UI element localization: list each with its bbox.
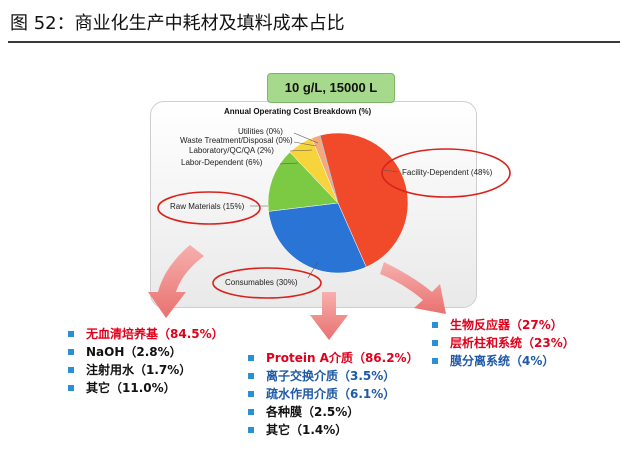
list-item: 无血清培养基（84.5%） [68, 325, 224, 343]
leader-utilities [293, 132, 319, 144]
list-item: 其它（1.4%） [248, 421, 419, 439]
consumables-list: Protein A介质（86.2%） 离子交换介质（3.5%） 疏水作用介质（6… [248, 349, 419, 439]
bullet-icon [248, 354, 254, 361]
bullet-icon [248, 408, 254, 415]
chart-title: Annual Operating Cost Breakdown (%) [224, 107, 372, 116]
arrow-raw-materials [148, 245, 204, 318]
bullet-icon [68, 330, 74, 337]
ellipse-raw-materials [157, 191, 261, 225]
pie-slices [267, 132, 409, 274]
bullet-icon [248, 390, 254, 397]
arrow-facility [380, 262, 446, 314]
leader-waste [293, 141, 317, 147]
bullet-icon [68, 348, 74, 355]
list-item: 生物反应器（27%） [432, 316, 575, 334]
scale-label: 10 g/L, 15000 L [267, 73, 395, 103]
facility-list: 生物反应器（27%） 层析柱和系统（23%） 膜分离系统（4%） [432, 316, 575, 370]
label-consumables: Consumables (30%) [225, 278, 298, 287]
list-item: NaOH（2.8%） [68, 343, 224, 361]
leader-lines [250, 132, 399, 279]
list-item: 膜分离系统（4%） [432, 352, 575, 370]
list-item: Protein A介质（86.2%） [248, 349, 419, 367]
label-lab: Laboratory/QC/QA (2%) [189, 146, 274, 155]
leader-consumables [307, 261, 319, 279]
leader-lab [289, 149, 313, 152]
list-item: 层析柱和系统（23%） [432, 334, 575, 352]
pie-slice-utilities [319, 135, 339, 204]
leader-facility [383, 169, 399, 173]
leader-labor [279, 162, 299, 165]
callout-arrows [148, 245, 446, 340]
bullet-icon [432, 321, 438, 328]
arrow-consumables [310, 292, 348, 340]
bullet-icon [68, 384, 74, 391]
title-rule [8, 41, 620, 43]
ellipse-facility [381, 148, 511, 198]
list-item: 各种膜（2.5%） [248, 403, 419, 421]
label-utilities: Utilities (0%) [238, 127, 283, 136]
label-labor: Labor-Dependent (6%) [181, 158, 263, 167]
raw-materials-list: 无血清培养基（84.5%） NaOH（2.8%） 注射用水（1.7%） 其它（1… [68, 325, 224, 397]
bullet-icon [68, 366, 74, 373]
list-item: 其它（11.0%） [68, 379, 224, 397]
highlight-ellipses [157, 148, 511, 299]
pie-slice-facilitydependent [319, 132, 409, 268]
label-facility: Facility-Dependent (48%) [402, 168, 493, 177]
list-item: 疏水作用介质（6.1%） [248, 385, 419, 403]
pie-slice-consumables [268, 202, 367, 274]
label-raw-materials: Raw Materials (15%) [170, 202, 245, 211]
bullet-icon [432, 357, 438, 364]
figure-title: 图 52：商业化生产中耗材及填料成本占比 [10, 13, 345, 34]
pie-slice-raw [267, 151, 339, 212]
list-item: 注射用水（1.7%） [68, 361, 224, 379]
bullet-icon [432, 339, 438, 346]
ellipse-consumables [212, 267, 322, 299]
bullet-icon [248, 372, 254, 379]
label-waste: Waste Treatment/Disposal (0%) [180, 136, 293, 145]
list-item: 离子交换介质（3.5%） [248, 367, 419, 385]
bullet-icon [248, 426, 254, 433]
